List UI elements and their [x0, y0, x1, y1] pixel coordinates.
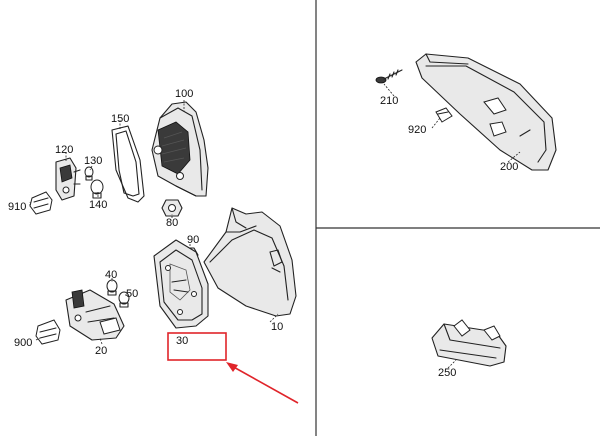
- highlight-annotation: [167, 332, 299, 404]
- label-50: 50: [126, 288, 138, 300]
- part-250-housing: [431, 319, 507, 367]
- part-920-clip: [435, 107, 453, 123]
- label-30: 30: [176, 335, 188, 347]
- label-20: 20: [95, 345, 107, 357]
- part-910-connector: [29, 191, 53, 215]
- part-200-trim-cover: [415, 53, 557, 171]
- label-80: 80: [166, 217, 178, 229]
- label-120: 120: [55, 144, 73, 156]
- highlight-arrow: [229, 364, 299, 404]
- label-910: 910: [8, 201, 26, 213]
- label-210: 210: [380, 95, 398, 107]
- highlight-arrowhead: [226, 362, 238, 372]
- part-10-lamp-lens: [203, 207, 297, 317]
- label-150: 150: [111, 113, 129, 125]
- part-210-screw: [375, 69, 403, 84]
- highlight-box: [167, 332, 227, 361]
- label-10: 10: [271, 321, 283, 333]
- label-100: 100: [175, 88, 193, 100]
- part-130-bulb: [84, 166, 94, 181]
- label-40: 40: [105, 269, 117, 281]
- part-120-bulb-holder: [55, 157, 81, 201]
- part-50-bulb: [118, 291, 130, 308]
- part-20-bulb-holder: [65, 289, 125, 341]
- leader-lines: [29, 83, 521, 369]
- part-900-connector: [35, 319, 61, 345]
- label-920: 920: [408, 124, 426, 136]
- label-900: 900: [14, 337, 32, 349]
- part-30-carrier-plate: [153, 239, 209, 329]
- label-130: 130: [84, 155, 102, 167]
- label-200: 200: [500, 161, 518, 173]
- part-140-bulb: [90, 179, 104, 199]
- part-100-lamp-housing: [151, 101, 209, 197]
- label-140: 140: [89, 199, 107, 211]
- part-80-nut: [161, 199, 183, 217]
- part-150-seal: [111, 125, 145, 203]
- label-90: 90: [187, 234, 199, 246]
- label-250: 250: [438, 367, 456, 379]
- part-40-bulb: [106, 279, 118, 296]
